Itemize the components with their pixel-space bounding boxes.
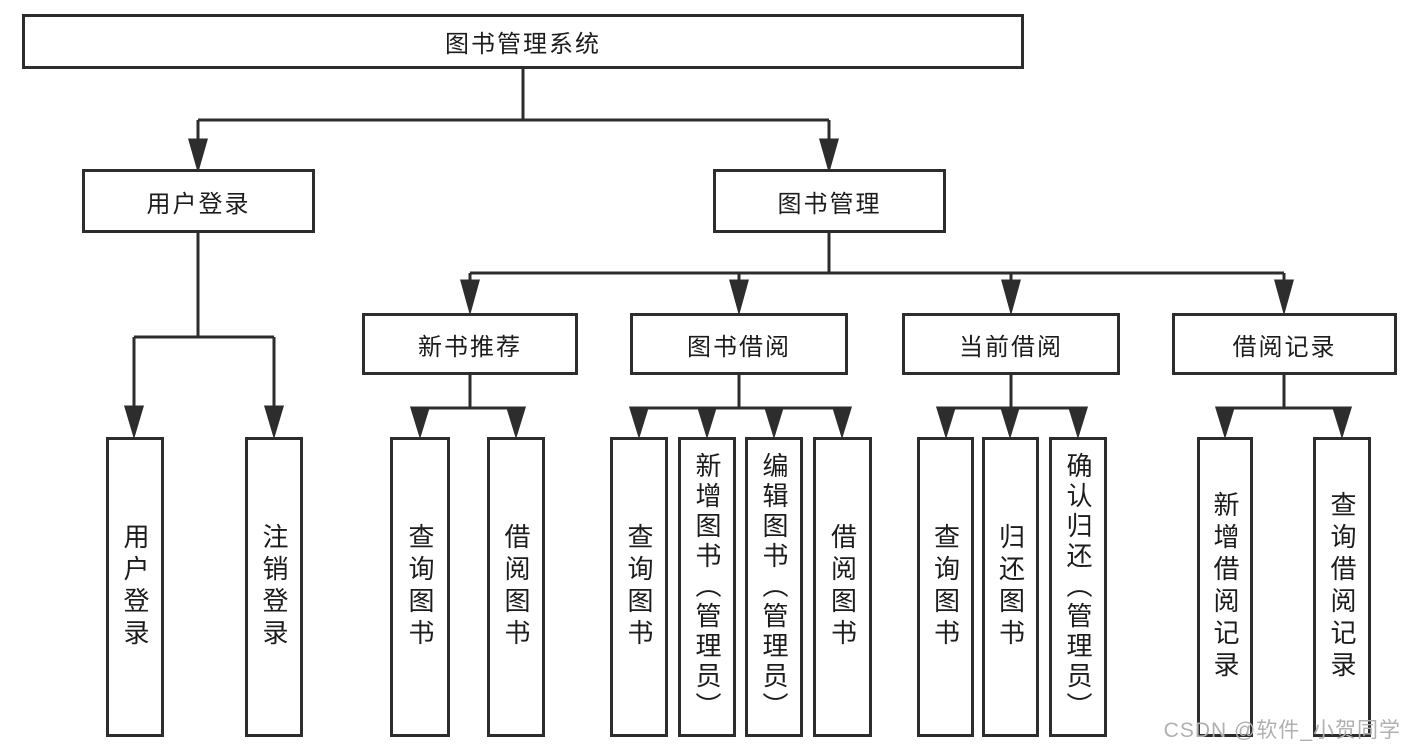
leaf-query-borrow-record: 查询借阅记录 <box>1313 437 1371 737</box>
leaf-user-login: 用户登录 <box>106 437 164 737</box>
leaf-add-borrow-record: 新增借阅记录 <box>1197 437 1253 737</box>
leaf-query-books-1: 查询图书 <box>390 437 450 737</box>
leaf-query-books-2: 查询图书 <box>610 437 668 737</box>
node-current-borrow: 当前借阅 <box>902 313 1120 375</box>
connector-book-management-children <box>460 233 1294 316</box>
leaf-add-book-admin: 新增图书（管理员） <box>678 437 736 737</box>
leaf-edit-book-admin: 编辑图书（管理员） <box>745 437 803 737</box>
node-book-management: 图书管理 <box>713 169 946 233</box>
node-root: 图书管理系统 <box>22 14 1024 69</box>
connector-user-login-children <box>123 233 285 440</box>
node-user-login: 用户登录 <box>82 169 315 233</box>
connector-new-book-children <box>409 375 527 440</box>
leaf-query-books-3: 查询图书 <box>917 437 974 737</box>
connector-current-borrow-children <box>935 375 1089 440</box>
watermark: CSDN @软件_小贺同学 <box>1163 719 1401 742</box>
connector-root-to-level2 <box>188 69 839 174</box>
leaf-borrow-books-1: 借阅图书 <box>487 437 545 737</box>
node-new-book-recommend: 新书推荐 <box>362 313 578 375</box>
leaf-borrow-books-2: 借阅图书 <box>813 437 872 737</box>
connector-book-borrow-children <box>628 375 853 440</box>
node-borrow-records: 借阅记录 <box>1172 313 1397 375</box>
leaf-return-books: 归还图书 <box>982 437 1039 737</box>
connector-borrow-records-children <box>1214 375 1353 440</box>
leaf-logout-login: 注销登录 <box>245 437 303 737</box>
leaf-confirm-return-admin: 确认归还（管理员） <box>1049 437 1107 737</box>
node-book-borrow: 图书借阅 <box>630 313 848 375</box>
